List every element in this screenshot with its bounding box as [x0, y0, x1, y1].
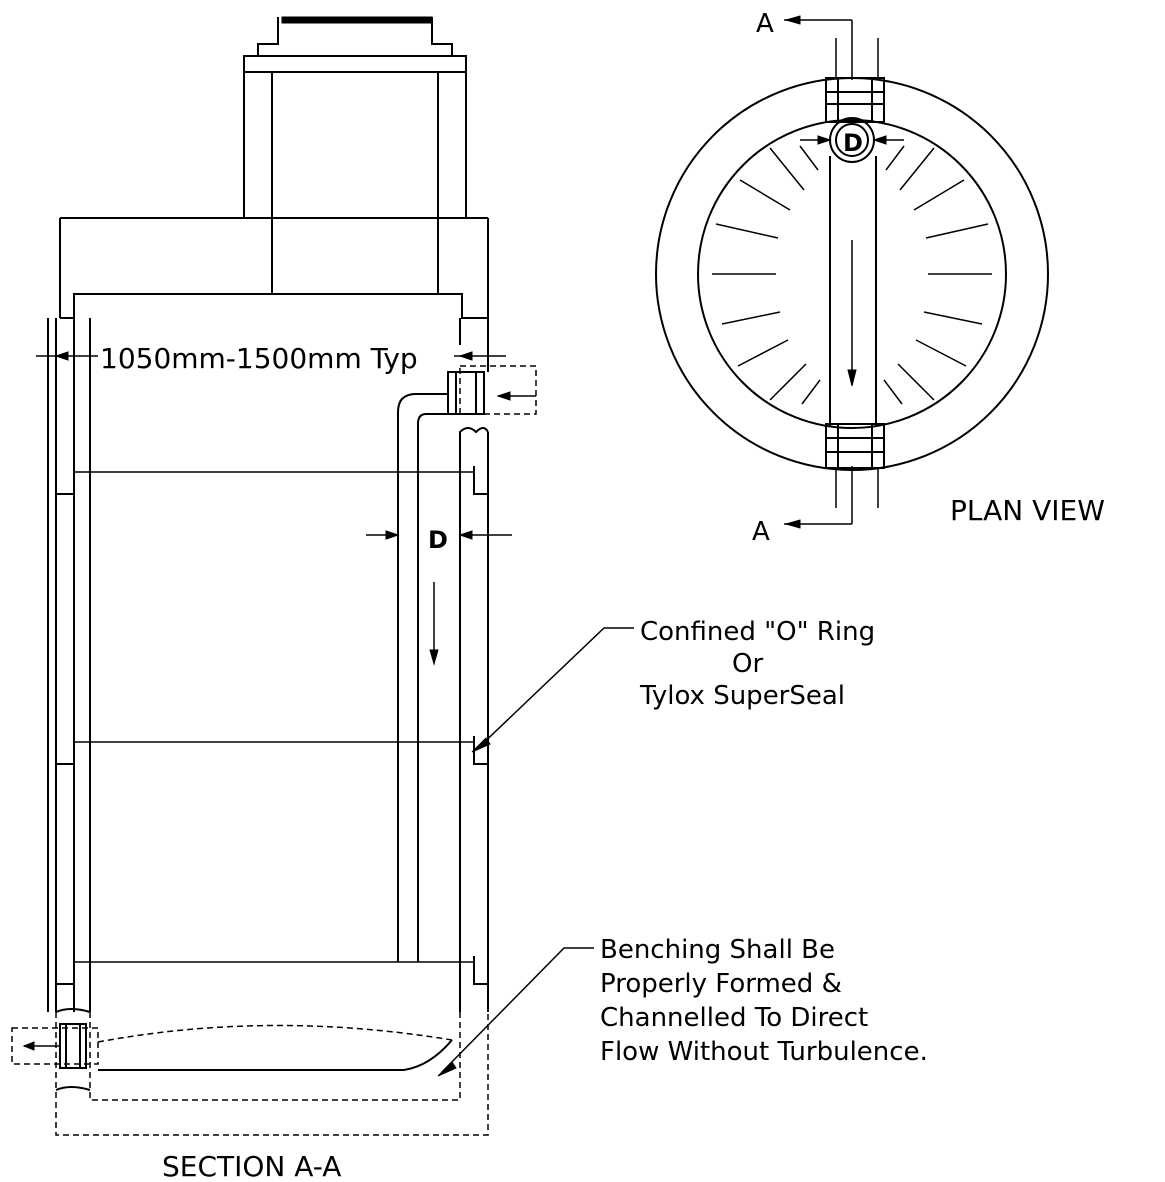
plan-channel	[829, 156, 877, 426]
section-marker-top: A	[756, 9, 774, 39]
benching-note-line-2: Properly Formed &	[600, 969, 842, 999]
benching-leader	[437, 947, 594, 1077]
manhole-cover	[243, 16, 467, 73]
section-marker-bottom: A	[752, 517, 770, 547]
plan-pipe-label: D	[843, 129, 863, 157]
plan-drop-pipe: D	[800, 117, 904, 163]
seal-note-line-3: Tylox SuperSeal	[639, 681, 845, 711]
benching-note-line-4: Flow Without Turbulence.	[600, 1037, 928, 1067]
seal-note-line-1: Confined "O" Ring	[640, 617, 875, 647]
section-view: D 1050mm-1500mm Typ SECTION A-A	[11, 16, 634, 1182]
benching	[97, 1024, 453, 1071]
plan-inlet: A	[756, 9, 885, 123]
benching-hatch	[712, 145, 992, 405]
riser-neck	[243, 72, 467, 294]
cover-slab	[59, 217, 489, 319]
seal-note: Confined "O" Ring Or Tylox SuperSeal	[639, 617, 875, 711]
benching-note: Benching Shall Be Properly Formed & Chan…	[600, 935, 928, 1067]
chamber-walls	[47, 318, 489, 1012]
plan-outlet: A	[752, 423, 885, 547]
plan-title: PLAN VIEW	[950, 494, 1105, 527]
width-dimension: 1050mm-1500mm Typ	[36, 342, 506, 375]
base-slab	[55, 1008, 489, 1136]
benching-note-line-3: Channelled To Direct	[600, 1003, 868, 1033]
dimension-label: 1050mm-1500mm Typ	[100, 342, 418, 375]
seal-leader	[471, 627, 634, 753]
section-title: SECTION A-A	[162, 1150, 341, 1182]
drop-connection: D	[366, 365, 537, 962]
benching-note-line-1: Benching Shall Be	[600, 935, 835, 965]
plan-view: A D A PLAN VIEW	[655, 9, 1105, 547]
outlet-pipe	[11, 1023, 99, 1069]
seal-note-line-2: Or	[732, 649, 763, 679]
drop-pipe-label: D	[428, 526, 448, 554]
